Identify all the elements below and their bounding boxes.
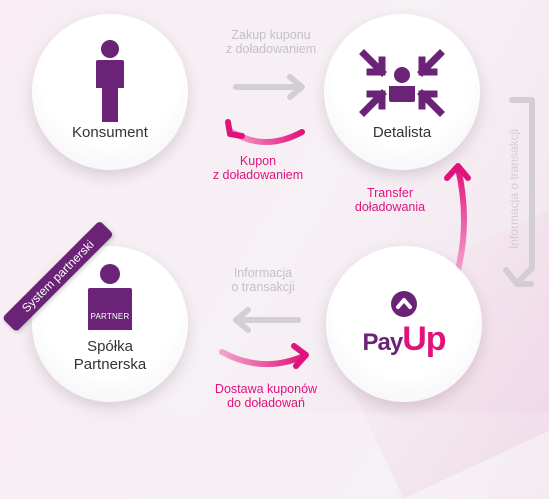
node-label-retailer: Detalista — [372, 124, 432, 141]
arrows-to-center-icon — [359, 49, 445, 117]
payup-logo-icon — [391, 291, 417, 317]
flow-label-transaction-info-line2: o transakcji — [231, 280, 295, 294]
payup-logo: PayUp — [326, 290, 482, 359]
node-label-partner-line1: Spółka — [87, 338, 133, 355]
arrow-purchase — [233, 74, 305, 100]
flow-label-coupon: Kupon z doładowaniem — [198, 154, 318, 182]
flow-label-purchase-line2: z doładowaniem — [225, 42, 317, 56]
person-icon — [96, 40, 124, 122]
flow-label-transfer: Transfer doładowania — [340, 186, 440, 214]
flow-label-delivery: Dostawa kuponów do doładowań — [186, 382, 346, 410]
person-icon — [88, 264, 132, 330]
arrow-delivery — [219, 343, 309, 369]
node-label-consumer: Konsument — [72, 124, 148, 141]
flow-label-transaction-info-line1: Informacja — [233, 266, 293, 280]
flow-label-vertical-info: Informacja o transakcji — [507, 128, 521, 250]
node-label-partner-line2: Partnerska — [73, 356, 147, 373]
flow-label-transaction-info: Informacja o transakcji — [208, 266, 318, 294]
flow-arrows — [219, 74, 535, 369]
flow-label-coupon-line2: z doładowaniem — [212, 168, 304, 182]
flow-label-purchase-line1: Zakup kuponu — [231, 28, 311, 42]
arrow-coupon — [225, 119, 305, 145]
flow-label-delivery-line1: Dostawa kuponów — [214, 382, 318, 396]
payup-logo-pay: Pay — [362, 329, 403, 356]
arrow-vertical-info — [503, 97, 535, 287]
flow-label-purchase: Zakup kuponu z doładowaniem — [206, 28, 336, 56]
flow-label-transfer-line1: Transfer — [366, 186, 414, 200]
flow-label-delivery-line2: do doładowań — [227, 396, 305, 410]
node-label-partner: Spółka Partnerska — [32, 338, 188, 374]
arrow-transaction-info — [233, 307, 301, 333]
flow-label-transfer-line2: doładowania — [354, 200, 426, 214]
node-payup: PayUp — [326, 246, 482, 402]
arrow-transfer — [444, 163, 471, 273]
payup-logo-up: Up — [402, 320, 446, 358]
flow-label-coupon-line1: Kupon — [239, 154, 277, 168]
node-retailer: Detalista — [324, 14, 480, 170]
partner-badge: PARTNER — [90, 312, 130, 321]
node-consumer: Konsument — [32, 14, 188, 170]
